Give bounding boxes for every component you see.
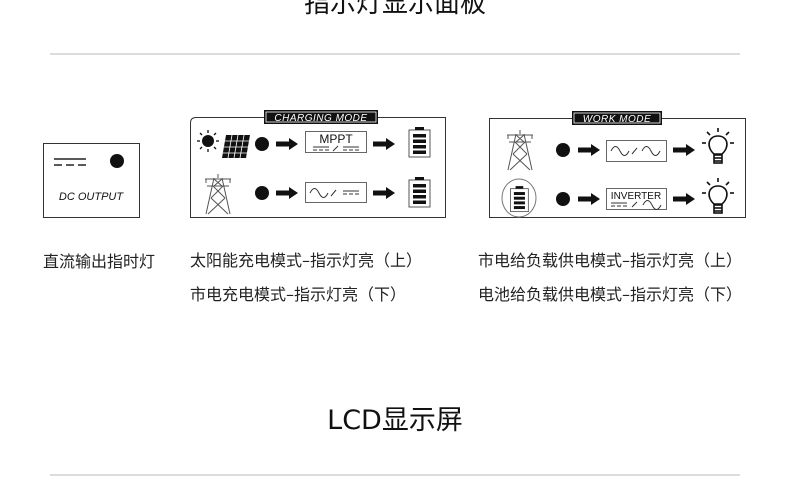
ac-dc-box — [305, 182, 367, 203]
ac-ac-box — [606, 140, 667, 162]
indicator-led-grid — [255, 186, 269, 200]
divider — [50, 474, 740, 476]
work-caption-battery: 电池给负载供电模式–指示灯亮（下） — [478, 285, 743, 304]
dc-output-label: DC OUTPUT — [59, 191, 124, 203]
inverter-label: INVERTER — [611, 191, 661, 202]
work-caption-mains: 市电给负载供电模式–指示灯亮（上） — [478, 251, 743, 270]
indicator-led — [110, 154, 124, 168]
mppt-label: MPPT — [319, 132, 353, 146]
inverter-box: INVERTER — [606, 188, 667, 210]
charging-mode-panel: CHARGING MODE MPPT — [190, 110, 446, 218]
section-title-indicator-panel: 指示灯显示面板 — [303, 0, 486, 19]
solar-panel-icon — [222, 134, 250, 159]
charging-caption-grid: 市电充电模式–指示灯亮（下） — [190, 285, 407, 304]
divider — [50, 53, 740, 55]
work-mode-label: WORK MODE — [583, 114, 651, 125]
dc-symbol-icon — [54, 158, 86, 166]
mppt-box: MPPT — [305, 131, 367, 153]
indicator-led-solar — [255, 137, 269, 151]
dc-output-panel: DC OUTPUT — [43, 143, 140, 218]
battery-icon — [408, 176, 431, 208]
dc-output-caption: 直流输出指时灯 — [43, 252, 156, 271]
indicator-led-battery — [556, 192, 570, 206]
battery-icon — [408, 126, 431, 158]
indicator-led-mains — [556, 143, 570, 157]
charging-caption-solar: 太阳能充电模式–指示灯亮（上） — [190, 251, 423, 270]
charging-mode-label: CHARGING MODE — [274, 113, 367, 124]
work-mode-panel: WORK MODE INVERTER — [489, 111, 746, 218]
section-title-lcd: LCD显示屏 — [327, 405, 463, 436]
battery-circle-icon — [501, 178, 537, 218]
sun-icon — [197, 130, 219, 152]
